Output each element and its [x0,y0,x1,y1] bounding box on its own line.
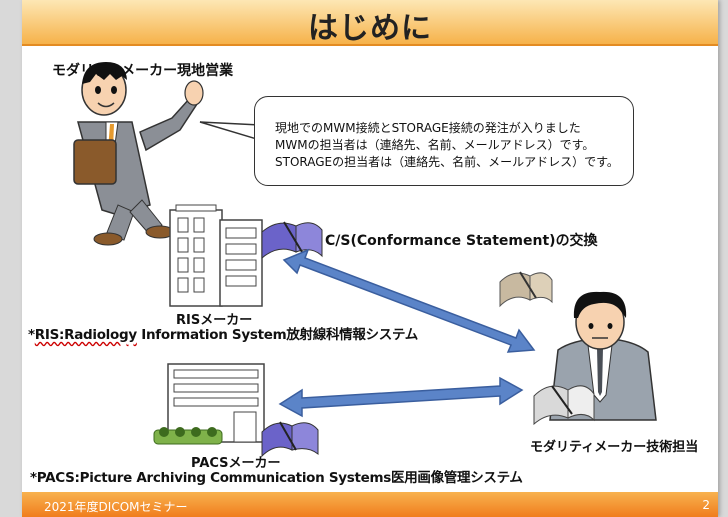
ris-vendor-label: RISメーカー [176,313,253,328]
title-bar: はじめに [22,0,718,46]
book-icon [261,421,319,458]
cs-exchange-label: C/S(Conformance Statement)の交換 [325,233,598,249]
pacs-vendor-label: PACSメーカー [191,456,281,471]
pacs-building-icon [153,363,265,445]
footer-bar: 2021年度DICOMセミナー 2 [22,492,718,517]
book-icon [533,385,595,426]
ris-definition: *RIS:Radiology Information System放射線科情報シ… [28,323,418,343]
speech-line: 現地でのMWM接続とSTORAGE接続の発注が入りました [275,121,581,135]
pacs-exchange-arrow [278,376,524,418]
illustration-layer [73,62,657,458]
book-icon [499,271,553,308]
page-number: 2 [702,498,710,512]
ris-abbrev: RIS:Radiology [34,327,137,343]
technician-label: モダリティメーカー技術担当 [530,440,699,455]
sales-person-icon [73,62,204,246]
pacs-definition: *PACS:Picture Archiving Communication Sy… [30,470,523,486]
book-icon [261,221,323,260]
ris-building-icon [169,204,263,307]
ris-exchange-arrow [282,248,536,353]
speech-line: MWMの担当者は（連絡先、名前、メールアドレス）です。 [275,138,595,152]
slide: はじめに [22,0,718,517]
speech-line: STORAGEの担当者は（連絡先、名前、メールアドレス）です。 [275,155,619,169]
slide-title: はじめに [308,11,432,46]
footer-text: 2021年度DICOMセミナー [44,500,188,514]
ris-definition-rest: Information System放射線科情報システム [136,327,418,343]
sales-person-label: モダリティメーカー現地営業 [52,63,234,79]
ris-prefix: * [28,327,35,343]
speech-bubble: 現地でのMWM接続とSTORAGE接続の発注が入りました MWMの担当者は（連絡… [254,96,634,186]
